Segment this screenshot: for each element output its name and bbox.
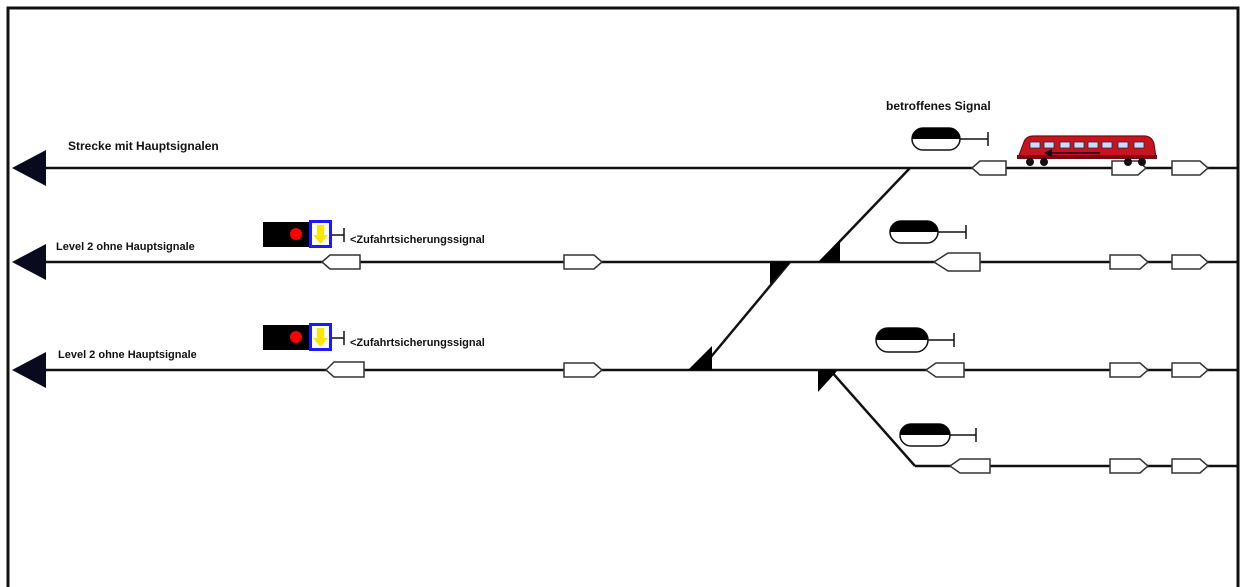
label-track-main: Strecke mit Hauptsignalen bbox=[68, 139, 219, 153]
red-lamp-icon bbox=[290, 331, 302, 343]
label-track-level2-upper: Level 2 ohne Hauptsignale bbox=[56, 241, 195, 253]
label-access-signal-upper: <Zufahrtsicherungssignal bbox=[350, 234, 485, 246]
train-windows bbox=[1029, 141, 1145, 149]
switch-frog-4 bbox=[818, 370, 838, 392]
balise-icon bbox=[948, 458, 991, 474]
direction-arrow-icon bbox=[12, 244, 46, 280]
balise-icon bbox=[1111, 160, 1148, 176]
label-track-level2-lower: Level 2 ohne Hauptsignale bbox=[58, 349, 197, 361]
label-affected-signal: betroffenes Signal bbox=[886, 99, 991, 113]
balise-icon bbox=[563, 362, 604, 378]
direction-arrow-icon bbox=[12, 352, 46, 388]
balise-icon bbox=[1171, 458, 1210, 474]
switch-frog-3 bbox=[688, 346, 712, 370]
crossover-upper-to-lower bbox=[699, 261, 791, 371]
balise-icon bbox=[1109, 254, 1150, 270]
arrow-down-icon bbox=[313, 225, 328, 244]
main-signal-upper bbox=[889, 220, 967, 244]
balises bbox=[320, 160, 1210, 474]
balise-icon bbox=[970, 160, 1007, 176]
access-signal-icon bbox=[263, 222, 311, 247]
red-lamp-icon bbox=[290, 228, 302, 240]
balise-icon bbox=[924, 362, 965, 378]
direction-arrow-icon bbox=[12, 150, 46, 186]
train-wheels bbox=[1026, 158, 1146, 166]
tracks bbox=[30, 166, 1238, 468]
switch-markers bbox=[688, 240, 840, 392]
access-signal-lower bbox=[263, 323, 345, 351]
balise-icon bbox=[1171, 362, 1210, 378]
direction-arrows bbox=[12, 150, 46, 388]
balise-icon bbox=[1171, 254, 1210, 270]
train-icon bbox=[1017, 135, 1157, 166]
balise-icon bbox=[1109, 362, 1150, 378]
balise-icon bbox=[324, 361, 365, 378]
balise-icon bbox=[320, 254, 361, 270]
main-signal-siding bbox=[899, 423, 977, 447]
balise-icon bbox=[1171, 160, 1210, 176]
balise-icon bbox=[1109, 458, 1150, 474]
crossover-lower-to-siding bbox=[829, 369, 916, 467]
access-signal-icon bbox=[263, 325, 311, 350]
main-signal-lower bbox=[875, 327, 955, 353]
access-signal-upper bbox=[263, 220, 345, 248]
balise-icon bbox=[932, 252, 981, 272]
diagram-frame bbox=[6, 6, 1240, 587]
switch-frog-1 bbox=[818, 240, 840, 262]
arrow-down-icon bbox=[313, 328, 328, 347]
balise-icon bbox=[563, 254, 604, 270]
label-access-signal-lower: <Zufahrtsicherungssignal bbox=[350, 337, 485, 349]
switch-frog-2 bbox=[770, 262, 790, 284]
main-signal-affected bbox=[911, 127, 989, 151]
